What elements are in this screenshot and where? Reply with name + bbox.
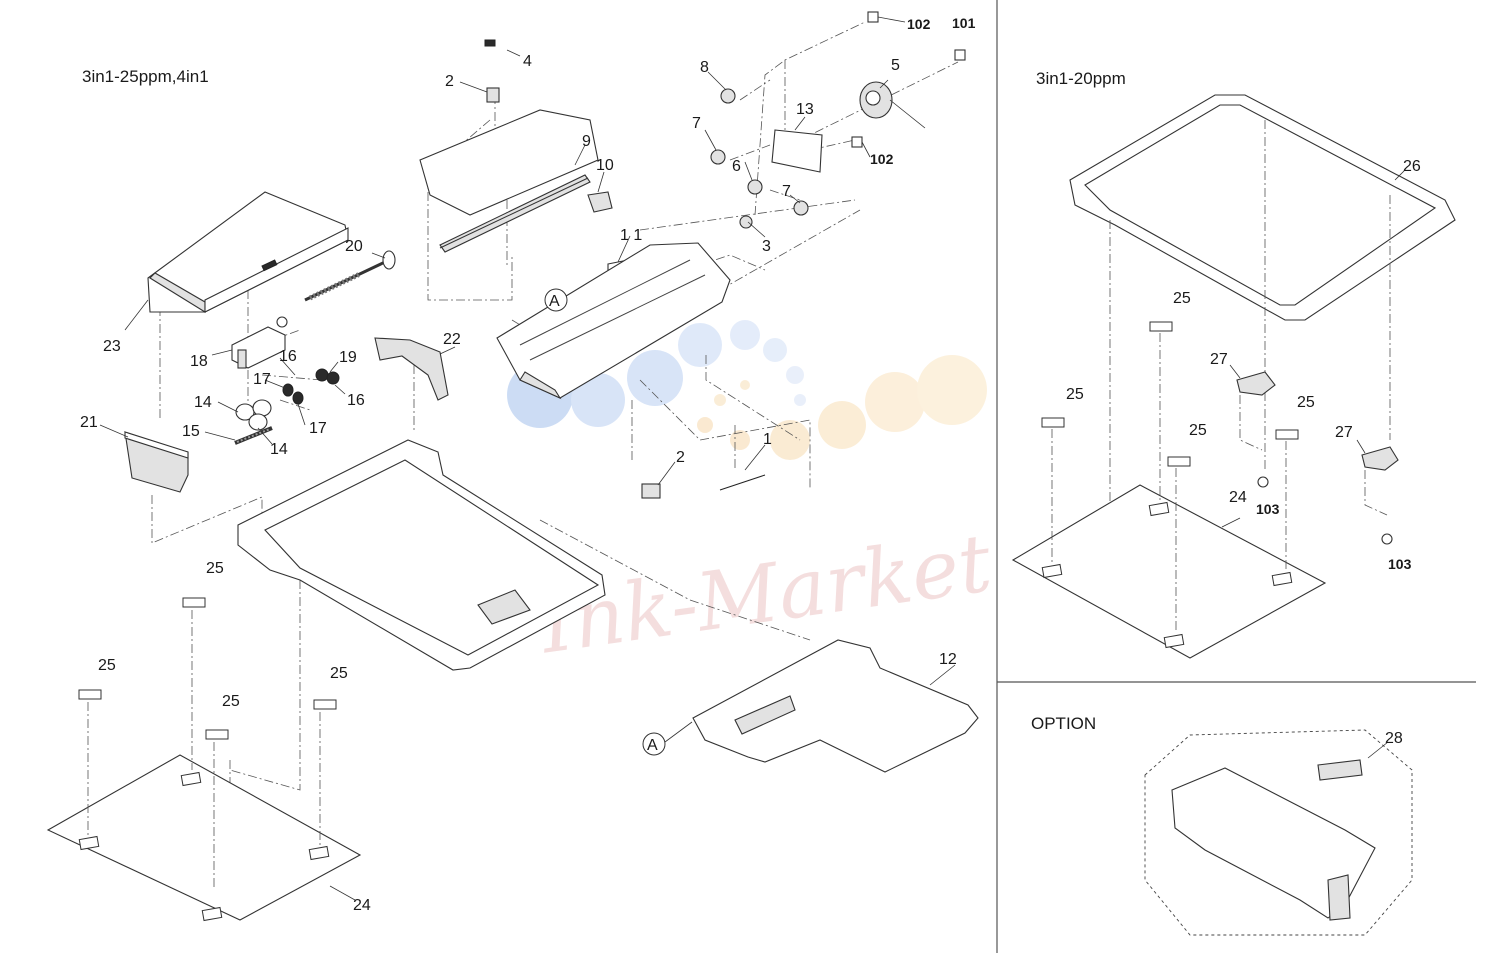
callout-103-right: 103 xyxy=(1388,556,1412,572)
callout-23: 23 xyxy=(103,338,121,355)
callout-3: 3 xyxy=(762,238,771,255)
part-guide-22 xyxy=(374,337,449,401)
callout-4: 4 xyxy=(523,53,532,70)
callout-22: 22 xyxy=(443,331,461,348)
callout-25-right-d: 25 xyxy=(1297,394,1315,411)
callout-25-left-c: 25 xyxy=(222,693,240,710)
callout-19: 19 xyxy=(339,349,357,366)
callout-101: 101 xyxy=(952,15,976,31)
reference-marker-a-2: A xyxy=(642,732,666,756)
leader-lines xyxy=(99,16,1406,901)
callout-27-left: 27 xyxy=(1210,351,1228,368)
callout-5: 5 xyxy=(891,57,900,74)
callout-2-top: 2 xyxy=(445,73,454,90)
callout-102-top: 102 xyxy=(907,16,931,32)
callout-26: 26 xyxy=(1403,158,1421,175)
part-mat-24-right xyxy=(1011,321,1399,659)
callout-8: 8 xyxy=(700,59,709,76)
callout-25-left-b: 25 xyxy=(98,657,116,674)
callout-102-bottom: 102 xyxy=(870,151,894,167)
callout-20: 20 xyxy=(345,238,363,255)
callout-17-top: 17 xyxy=(253,371,271,388)
callout-14-top: 14 xyxy=(194,394,212,411)
part-drive-assembly xyxy=(710,11,966,491)
part-cover-23 xyxy=(147,191,349,313)
callout-25-right-b: 25 xyxy=(1066,386,1084,403)
callout-25-left-a: 25 xyxy=(206,560,224,577)
part-holder-18 xyxy=(231,316,288,369)
callout-16-top: 16 xyxy=(279,348,297,365)
callout-6: 6 xyxy=(732,158,741,175)
callout-18: 18 xyxy=(190,353,208,370)
callout-1: 1 xyxy=(763,431,772,448)
callout-14-bottom: 14 xyxy=(270,441,288,458)
part-lid-26 xyxy=(1069,94,1456,510)
callout-9: 9 xyxy=(582,133,591,150)
callout-7-right: 7 xyxy=(782,183,791,200)
part-upper-guide-9 xyxy=(419,39,661,499)
callout-10: 10 xyxy=(596,157,614,174)
part-rollers-14-19 xyxy=(234,368,340,445)
section-title-left: 3in1-25ppm,4in1 xyxy=(82,67,209,86)
callout-28: 28 xyxy=(1385,730,1403,747)
part-output-tray-12 xyxy=(692,639,979,773)
part-flap-21 xyxy=(124,431,189,493)
callout-24-right: 24 xyxy=(1229,489,1247,506)
callout-13: 13 xyxy=(796,101,814,118)
callout-25-right-a: 25 xyxy=(1173,290,1191,307)
callout-27-right: 27 xyxy=(1335,424,1353,441)
callout-21: 21 xyxy=(80,414,98,431)
callout-7-left: 7 xyxy=(692,115,701,132)
svg-text:A: A xyxy=(549,293,560,310)
callout-25-right-c: 25 xyxy=(1189,422,1207,439)
guide-lines-left xyxy=(151,21,959,820)
callout-2-bottom: 2 xyxy=(676,449,685,466)
callout-16-bottom: 16 xyxy=(347,392,365,409)
part-mat-24-left xyxy=(46,597,362,922)
part-feed-frame xyxy=(496,242,731,400)
callout-labels: 1 2 2 3 4 5 6 7 7 8 9 10 1 1 12 13 14 14… xyxy=(80,15,1421,914)
callout-24-left: 24 xyxy=(353,897,371,914)
reference-marker-a-1: A xyxy=(544,288,568,312)
callout-11: 1 1 xyxy=(620,227,642,244)
part-option-28 xyxy=(1144,729,1413,936)
section-title-option: OPTION xyxy=(1031,714,1096,733)
part-scanner-base xyxy=(237,439,606,671)
part-shaft-20 xyxy=(304,250,396,302)
callout-15: 15 xyxy=(182,423,200,440)
callout-25-left-d: 25 xyxy=(330,665,348,682)
callout-12: 12 xyxy=(939,651,957,668)
svg-text:A: A xyxy=(647,737,658,754)
callout-103-left: 103 xyxy=(1256,501,1280,517)
callout-17-bottom: 17 xyxy=(309,420,327,437)
section-title-right: 3in1-20ppm xyxy=(1036,69,1126,88)
